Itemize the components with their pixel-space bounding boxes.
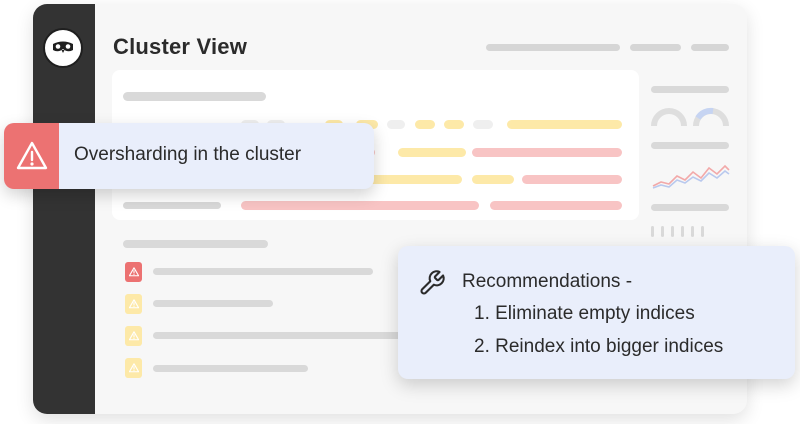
side-tick-placeholder	[701, 226, 704, 237]
row2-alert-bar	[472, 148, 622, 157]
warning-triangle-icon	[128, 299, 139, 309]
row4-alert-bar	[490, 201, 622, 210]
side-tick-placeholder	[671, 226, 674, 237]
oversharding-alert-callout[interactable]: Oversharding in the cluster	[4, 123, 374, 189]
side-label-placeholder	[651, 142, 729, 149]
recommendation-item-2: 2. Reindex into bigger indices	[474, 336, 724, 357]
page-title: Cluster View	[113, 34, 248, 59]
recommendation-item-1: 1. Eliminate empty indices	[474, 303, 695, 324]
card-heading-placeholder	[123, 92, 266, 101]
header-placeholder-2	[630, 44, 681, 51]
sparkline-widget	[652, 164, 730, 189]
list-item-placeholder	[153, 365, 308, 372]
owl-logo-icon[interactable]	[43, 28, 83, 68]
row1-placeholder	[387, 120, 405, 129]
side-tick-placeholder	[691, 226, 694, 237]
alert-icon-box	[4, 123, 59, 189]
list-item-alert-icon	[125, 262, 142, 282]
warning-triangle-icon	[128, 267, 139, 277]
warning-triangle-icon	[16, 141, 48, 170]
header-placeholder-1	[486, 44, 620, 51]
row1-warning-bar	[444, 120, 464, 129]
donut-charts-widget	[651, 107, 729, 127]
list-item-placeholder	[153, 332, 403, 339]
side-tick-placeholder	[661, 226, 664, 237]
side-label-placeholder	[651, 204, 729, 211]
row3-alert-bar	[522, 175, 622, 184]
list-heading-placeholder	[123, 240, 268, 248]
header-placeholder-3	[691, 44, 729, 51]
warning-triangle-icon	[128, 363, 139, 373]
row3-warning-bar	[472, 175, 514, 184]
list-item-placeholder	[153, 300, 273, 307]
alert-message: Oversharding in the cluster	[74, 144, 302, 165]
row1-warning-bar	[415, 120, 435, 129]
recommendations-callout[interactable]: Recommendations - 1. Eliminate empty ind…	[398, 246, 795, 379]
row1-placeholder	[473, 120, 493, 129]
side-tick-placeholder	[651, 226, 654, 237]
sidebar	[33, 4, 95, 414]
list-item-warning-icon	[125, 326, 142, 346]
list-item-warning-icon	[125, 358, 142, 378]
row3-warning-bar	[367, 175, 462, 184]
side-label-placeholder	[651, 86, 729, 93]
warning-triangle-icon	[128, 331, 139, 341]
wrench-icon	[420, 270, 445, 295]
side-tick-placeholder	[681, 226, 684, 237]
owl-logo-glyph	[53, 41, 73, 53]
list-item-placeholder	[153, 268, 373, 275]
recommendations-heading: Recommendations -	[462, 271, 633, 292]
row1-warning-bar	[507, 120, 622, 129]
list-item-warning-icon	[125, 294, 142, 314]
row2-warning-bar	[398, 148, 466, 157]
row4-alert-bar	[241, 201, 479, 210]
row4-label-placeholder	[123, 202, 221, 209]
